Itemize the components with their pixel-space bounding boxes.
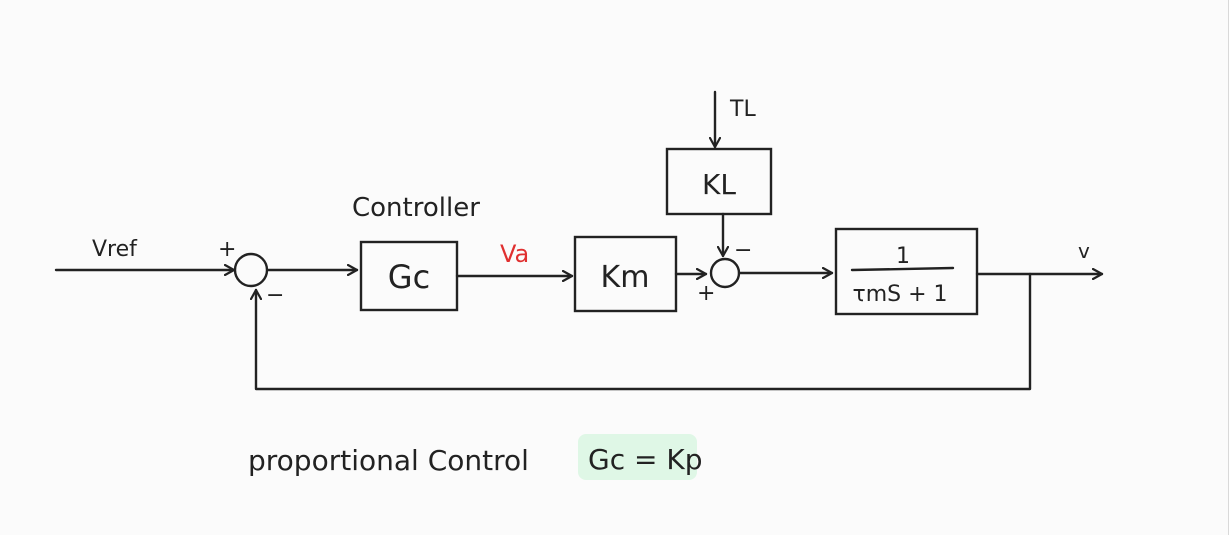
- tl-label: TL: [729, 97, 756, 122]
- plant-block: [834, 227, 979, 316]
- kl-block: [665, 147, 773, 216]
- vref-label: Vref: [92, 237, 138, 262]
- sum2-plus-sign: +: [697, 281, 715, 306]
- va-label: Va: [500, 240, 529, 268]
- equation-text: Gc = Kp: [588, 443, 703, 476]
- km-block-label: Km: [601, 260, 650, 295]
- sum1-plus-sign: +: [218, 237, 236, 262]
- sum2-minus-sign: −: [734, 238, 752, 263]
- summing-junction-1: [233, 252, 269, 288]
- plant-denominator: τmS + 1: [852, 282, 947, 307]
- kl-block-label: KL: [702, 168, 736, 201]
- gc-block-label: Gc: [388, 258, 430, 296]
- controller-title: Controller: [352, 193, 480, 223]
- equation-highlight: [578, 434, 697, 480]
- feedback-path: [256, 272, 1032, 391]
- plant-fraction-bar: [850, 266, 955, 272]
- output-label: v: [1078, 239, 1090, 263]
- plant-numerator: 1: [896, 244, 910, 269]
- footer-caption: proportional Control: [248, 444, 529, 477]
- sum1-minus-sign: −: [266, 283, 284, 308]
